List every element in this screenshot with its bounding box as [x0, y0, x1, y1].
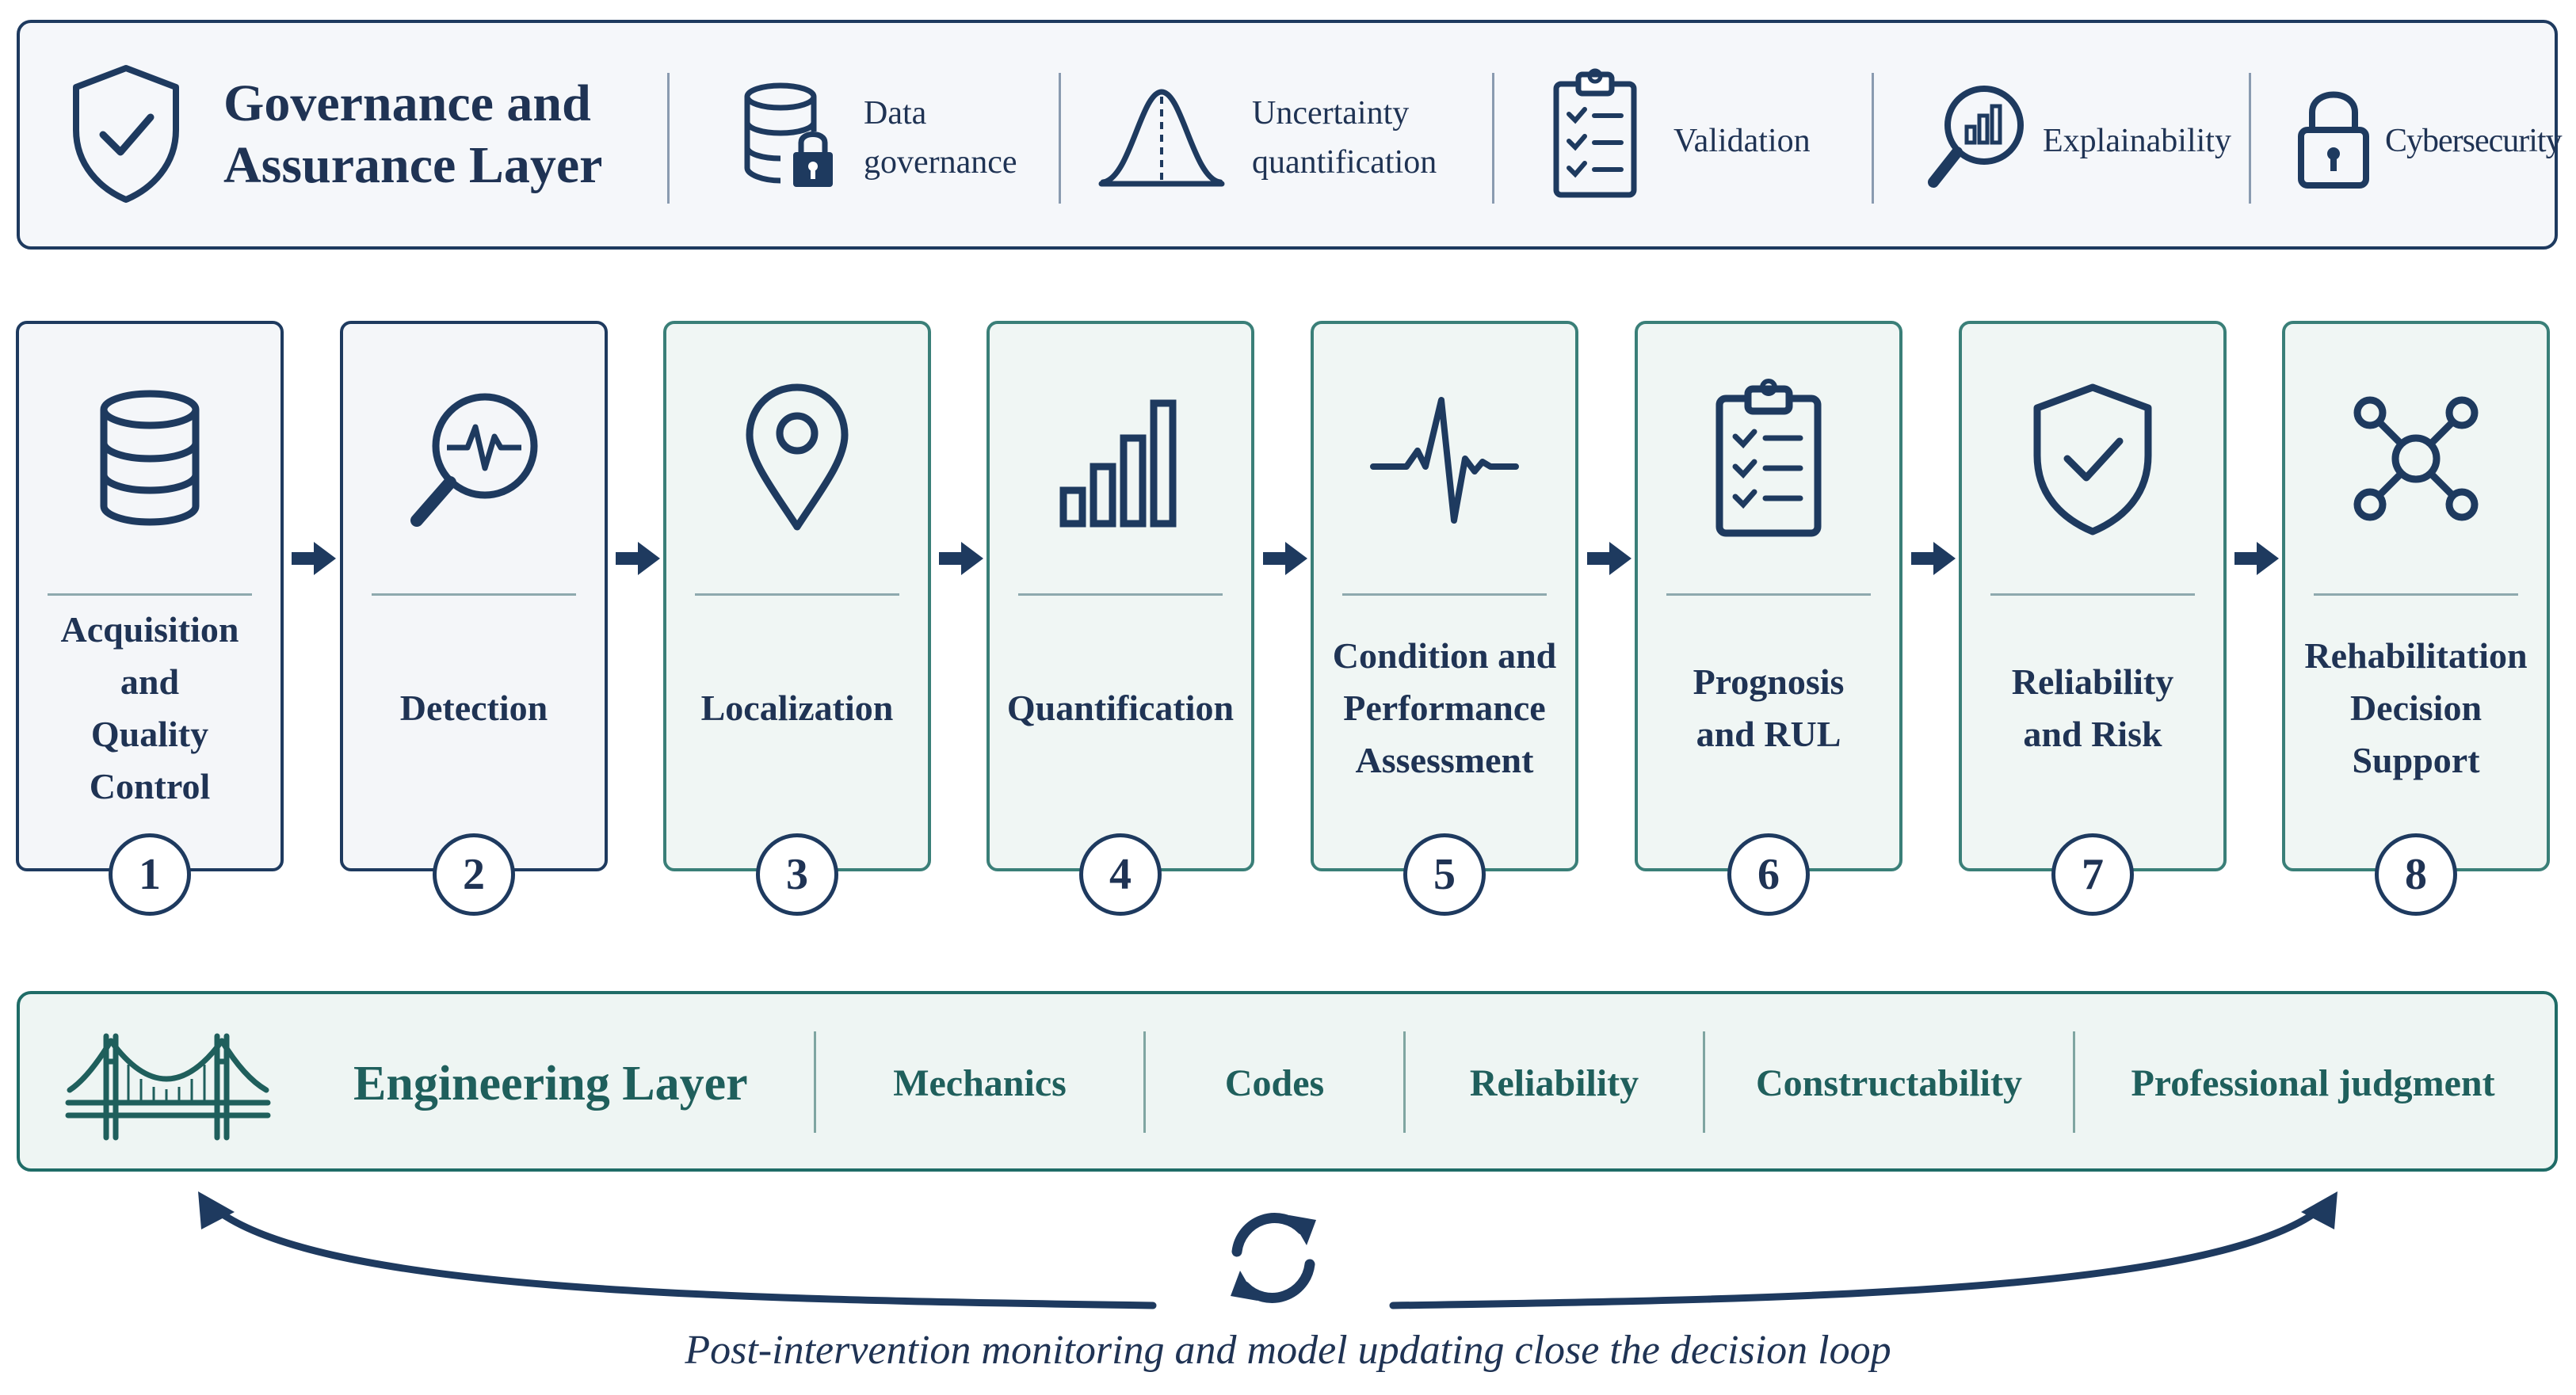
- stage-number-badge: 8: [2375, 833, 2457, 916]
- stage-separator: [695, 593, 899, 596]
- suspension-bridge-icon: [65, 1033, 271, 1141]
- stage-label: Rehabilitation Decision Support: [2304, 635, 2528, 780]
- stage-number-badge: 4: [1079, 833, 1162, 916]
- governance-item-cybersecurity: Cybersecurity: [2385, 123, 2563, 159]
- stage-card-1: Acquisition and Quality Control: [16, 321, 284, 871]
- flow-arrow-icon: [1911, 542, 1956, 575]
- network-nodes-icon: [2353, 396, 2479, 521]
- engineering-layer-title: Engineering Layer: [353, 1057, 748, 1111]
- stage-number-badge: 2: [433, 833, 515, 916]
- stage-card-6: Prognosis and RUL: [1635, 321, 1902, 871]
- feedback-loop-arrows: [198, 1191, 2337, 1309]
- flow-arrow-icon: [939, 542, 983, 575]
- governance-item-explainability: Explainability: [2043, 123, 2231, 159]
- engineering-item-codes: Codes: [1224, 1062, 1325, 1104]
- flow-arrow-icon: [616, 542, 660, 575]
- stage-card-8: Rehabilitation Decision Support: [2282, 321, 2550, 871]
- stage-label: Detection: [399, 688, 548, 728]
- stage-card-3: Localization: [663, 321, 931, 871]
- divider: [1143, 1031, 1146, 1133]
- flow-arrow-icon: [1263, 542, 1307, 575]
- stage-label: Localization: [700, 688, 894, 728]
- loop-caption: Post-intervention monitoring and model u…: [685, 1328, 1891, 1373]
- refresh-cycle-icon: [1231, 1213, 1316, 1303]
- stage-number-badge: 7: [2051, 833, 2134, 916]
- engineering-layer-panel: [17, 991, 2558, 1172]
- stage-separator: [2314, 593, 2518, 596]
- governance-layer-title: Governance and Assurance Layer: [223, 74, 603, 194]
- database-lock-icon: [744, 82, 833, 187]
- stage-card-4: Quantification: [987, 321, 1254, 871]
- flow-arrow-icon: [1587, 542, 1631, 575]
- divider: [1492, 73, 1494, 204]
- stage-label: Acquisition and Quality Control: [60, 609, 239, 806]
- stage-label: Prognosis and RUL: [1693, 661, 1845, 754]
- divider: [814, 1031, 816, 1133]
- stage-number-badge: 6: [1727, 833, 1810, 916]
- divider: [1059, 73, 1061, 204]
- governance-item-data-governance: Data governance: [864, 95, 1017, 181]
- magnifier-signal-icon: [410, 393, 538, 527]
- stage-number-badge: 5: [1403, 833, 1486, 916]
- flow-arrow-icon: [292, 542, 336, 575]
- stage-label: Quantification: [1006, 688, 1235, 728]
- divider: [1872, 73, 1874, 204]
- stage-separator: [1666, 593, 1871, 596]
- engineering-item-professional-judgment: Professional judgment: [2131, 1062, 2495, 1104]
- bell-curve-icon: [1098, 89, 1225, 187]
- pulse-icon: [1370, 397, 1519, 524]
- divider: [1703, 1031, 1705, 1133]
- stage-number-badge: 3: [756, 833, 838, 916]
- divider: [667, 73, 670, 204]
- governance-layer-panel: [17, 20, 2558, 250]
- stage-separator: [372, 593, 576, 596]
- stage-card-7: Reliability and Risk: [1959, 321, 2227, 871]
- stage-card-5: Condition and Performance Assessment: [1311, 321, 1578, 871]
- bar-chart-icon: [1059, 399, 1177, 528]
- shield-check-icon: [2033, 383, 2152, 536]
- divider: [1403, 1031, 1406, 1133]
- governance-item-validation: Validation: [1673, 123, 1811, 159]
- divider: [2249, 73, 2251, 204]
- flow-arrow-icon: [2234, 542, 2279, 575]
- stage-separator: [48, 593, 252, 596]
- stage-label: Reliability and Risk: [2011, 661, 2174, 754]
- magnifier-chart-icon: [1928, 86, 2024, 188]
- padlock-icon: [2298, 91, 2369, 189]
- shield-check-icon: [73, 65, 179, 203]
- stage-separator: [1018, 593, 1223, 596]
- engineering-item-mechanics: Mechanics: [893, 1062, 1067, 1104]
- engineering-item-reliability: Reliability: [1469, 1062, 1639, 1104]
- stage-separator: [1990, 593, 2195, 596]
- stage-card-2: Detection: [340, 321, 608, 871]
- clipboard-checklist-icon: [1553, 68, 1637, 198]
- engineering-item-constructability: Constructability: [1756, 1062, 2022, 1104]
- stage-label: Condition and Performance Assessment: [1332, 635, 1557, 780]
- location-pin-icon: [746, 383, 849, 531]
- clipboard-checklist-icon: [1715, 379, 1822, 537]
- divider: [2073, 1031, 2075, 1133]
- database-icon: [100, 390, 200, 526]
- stage-separator: [1342, 593, 1547, 596]
- stage-number-badge: 1: [109, 833, 191, 916]
- governance-item-uncertainty-quantification: Uncertainty quantification: [1252, 95, 1437, 181]
